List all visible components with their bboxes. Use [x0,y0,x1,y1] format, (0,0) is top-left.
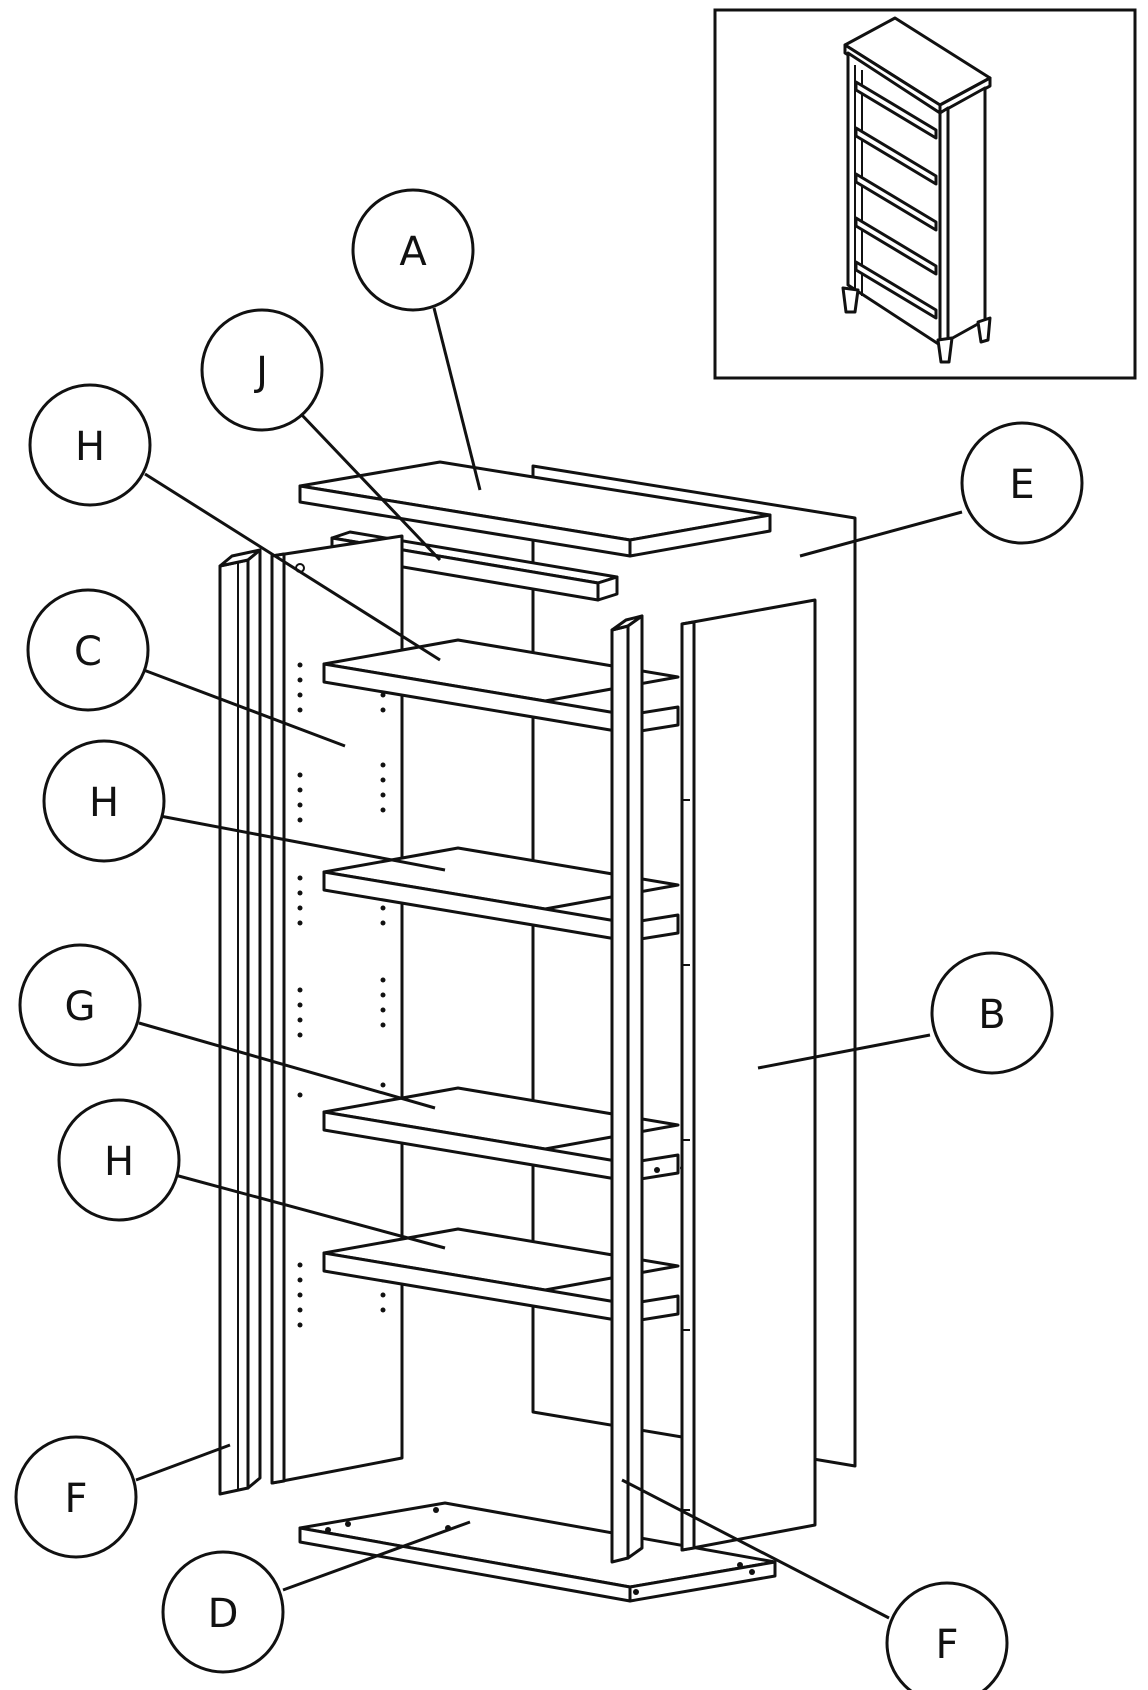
leader-a [432,307,482,491]
right-front-post [610,614,644,1564]
callout-f-1: F [14,1435,138,1559]
callout-j: J [200,308,324,432]
shelf-pin-holes [297,662,386,1328]
callout-b-label: B [978,992,1005,1038]
callout-f-2: F [885,1581,1009,1690]
leader-e [799,510,963,558]
callout-g: G [18,943,142,1067]
callout-d: D [161,1550,285,1674]
leader-f1 [135,1443,231,1482]
leader-h1 [144,472,441,662]
callout-d-label: D [208,1591,239,1637]
callout-e: E [960,421,1084,545]
top-panel [298,460,772,558]
callout-h-2-label: H [89,780,119,826]
callout-h-1: H [28,383,152,507]
callout-h-3: H [57,1098,181,1222]
assembled-bookcase-illustration [841,16,992,364]
callout-j-label: J [253,349,268,395]
leader-h2 [159,814,446,872]
leader-h3 [174,1173,446,1250]
callout-h-3-label: H [104,1139,134,1185]
leader-d [282,1520,471,1592]
leader-j [298,411,442,562]
leader-c [140,667,346,748]
leader-f2 [621,1478,890,1620]
callout-c: C [26,588,150,712]
callout-e-label: E [1009,462,1034,508]
callout-h-2: H [42,739,166,863]
callout-b: B [930,951,1054,1075]
callout-c-label: C [74,629,102,675]
callout-a: A [351,188,475,312]
callout-g-label: G [65,984,96,1030]
callout-f-1-label: F [64,1476,87,1522]
bottom-panel [298,1501,777,1603]
callout-f-2-label: F [935,1622,958,1668]
leader-lines [135,307,963,1620]
leader-b [757,1033,931,1070]
leader-g [138,1021,436,1110]
assembled-view-inset [713,8,1137,380]
callout-h-1-label: H [75,424,105,470]
left-front-post [218,548,262,1496]
right-side-panel [680,598,817,1552]
callout-a-label: A [399,229,427,275]
